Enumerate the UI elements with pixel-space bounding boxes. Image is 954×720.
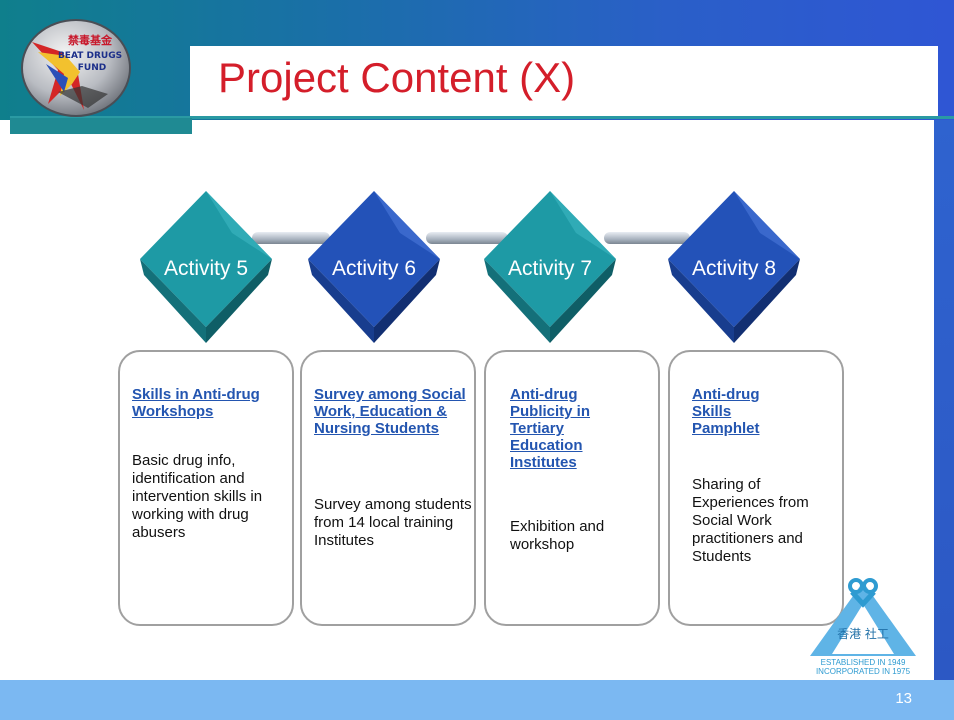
activity-6-cube: Activity 6: [304, 187, 444, 347]
activity-8-card: Anti-drug Skills Pamphlet Sharing of Exp…: [668, 350, 844, 626]
logo-chinese-text: 禁毒基金: [68, 33, 113, 47]
activity-6-card: Survey among Social Work, Education & Nu…: [300, 350, 476, 626]
logo-english-text-2: FUND: [78, 63, 106, 73]
activity-7-card: Anti-drug Publicity in Tertiary Educatio…: [484, 350, 660, 626]
activity-5-card: Skills in Anti-drug Workshops Basic drug…: [118, 350, 294, 626]
activity-8-label: Activity 8: [691, 257, 777, 280]
activity-7-description: Exhibition and workshop: [510, 518, 605, 553]
connector-rod-1: [252, 232, 330, 244]
beat-drugs-fund-logo: 禁毒基金 BEAT DRUGS FUND: [21, 19, 131, 117]
activity-7-label: Activity 7: [507, 257, 593, 280]
organization-logo: 香港 社工 ESTABLISHED IN 1949 INCORPORATED I…: [796, 574, 930, 684]
activity-8-cube: Activity 8: [664, 187, 804, 347]
logo-english-text-1: BEAT DRUGS: [58, 51, 122, 61]
activity-8-description: Sharing of Experiences from Social Work …: [692, 476, 809, 565]
org-established-text: ESTABLISHED IN 1949 INCORPORATED IN 1975: [815, 658, 911, 676]
page-number: 13: [895, 690, 912, 707]
activity-5-cube: Activity 5: [136, 187, 276, 347]
activity-8-heading[interactable]: Anti-drug Skills Pamphlet: [692, 386, 760, 437]
activity-7-heading[interactable]: Anti-drug Publicity in Tertiary Educatio…: [510, 386, 591, 471]
activity-6-heading[interactable]: Survey among Social Work, Education & Nu…: [314, 386, 466, 437]
right-sidebar-band: [934, 120, 954, 680]
activity-6-label: Activity 6: [331, 257, 417, 280]
title-box: Project Content (X): [190, 46, 938, 118]
organization-emblem-icon: 香港 社工: [810, 578, 916, 656]
activity-5-label: Activity 5: [163, 257, 249, 280]
slide-title: Project Content (X): [218, 54, 576, 101]
connector-rod-3: [604, 232, 690, 244]
cube-icon: [308, 191, 440, 343]
activity-6-description: Survey among students from 14 local trai…: [314, 496, 472, 549]
org-chinese-text: 香港 社工: [837, 626, 889, 641]
cube-icon: [140, 191, 272, 343]
activity-7-cube: Activity 7: [480, 187, 620, 347]
cube-icon: [668, 191, 800, 343]
connector-rod-2: [426, 232, 508, 244]
title-accent-block: [10, 118, 192, 134]
activity-5-heading[interactable]: Skills in Anti-drug Workshops: [132, 386, 260, 420]
activity-5-description: Basic drug info, identification and inte…: [132, 452, 263, 541]
footer-band: 13: [0, 680, 954, 720]
cube-icon: [484, 191, 616, 343]
title-underline: [10, 116, 954, 119]
